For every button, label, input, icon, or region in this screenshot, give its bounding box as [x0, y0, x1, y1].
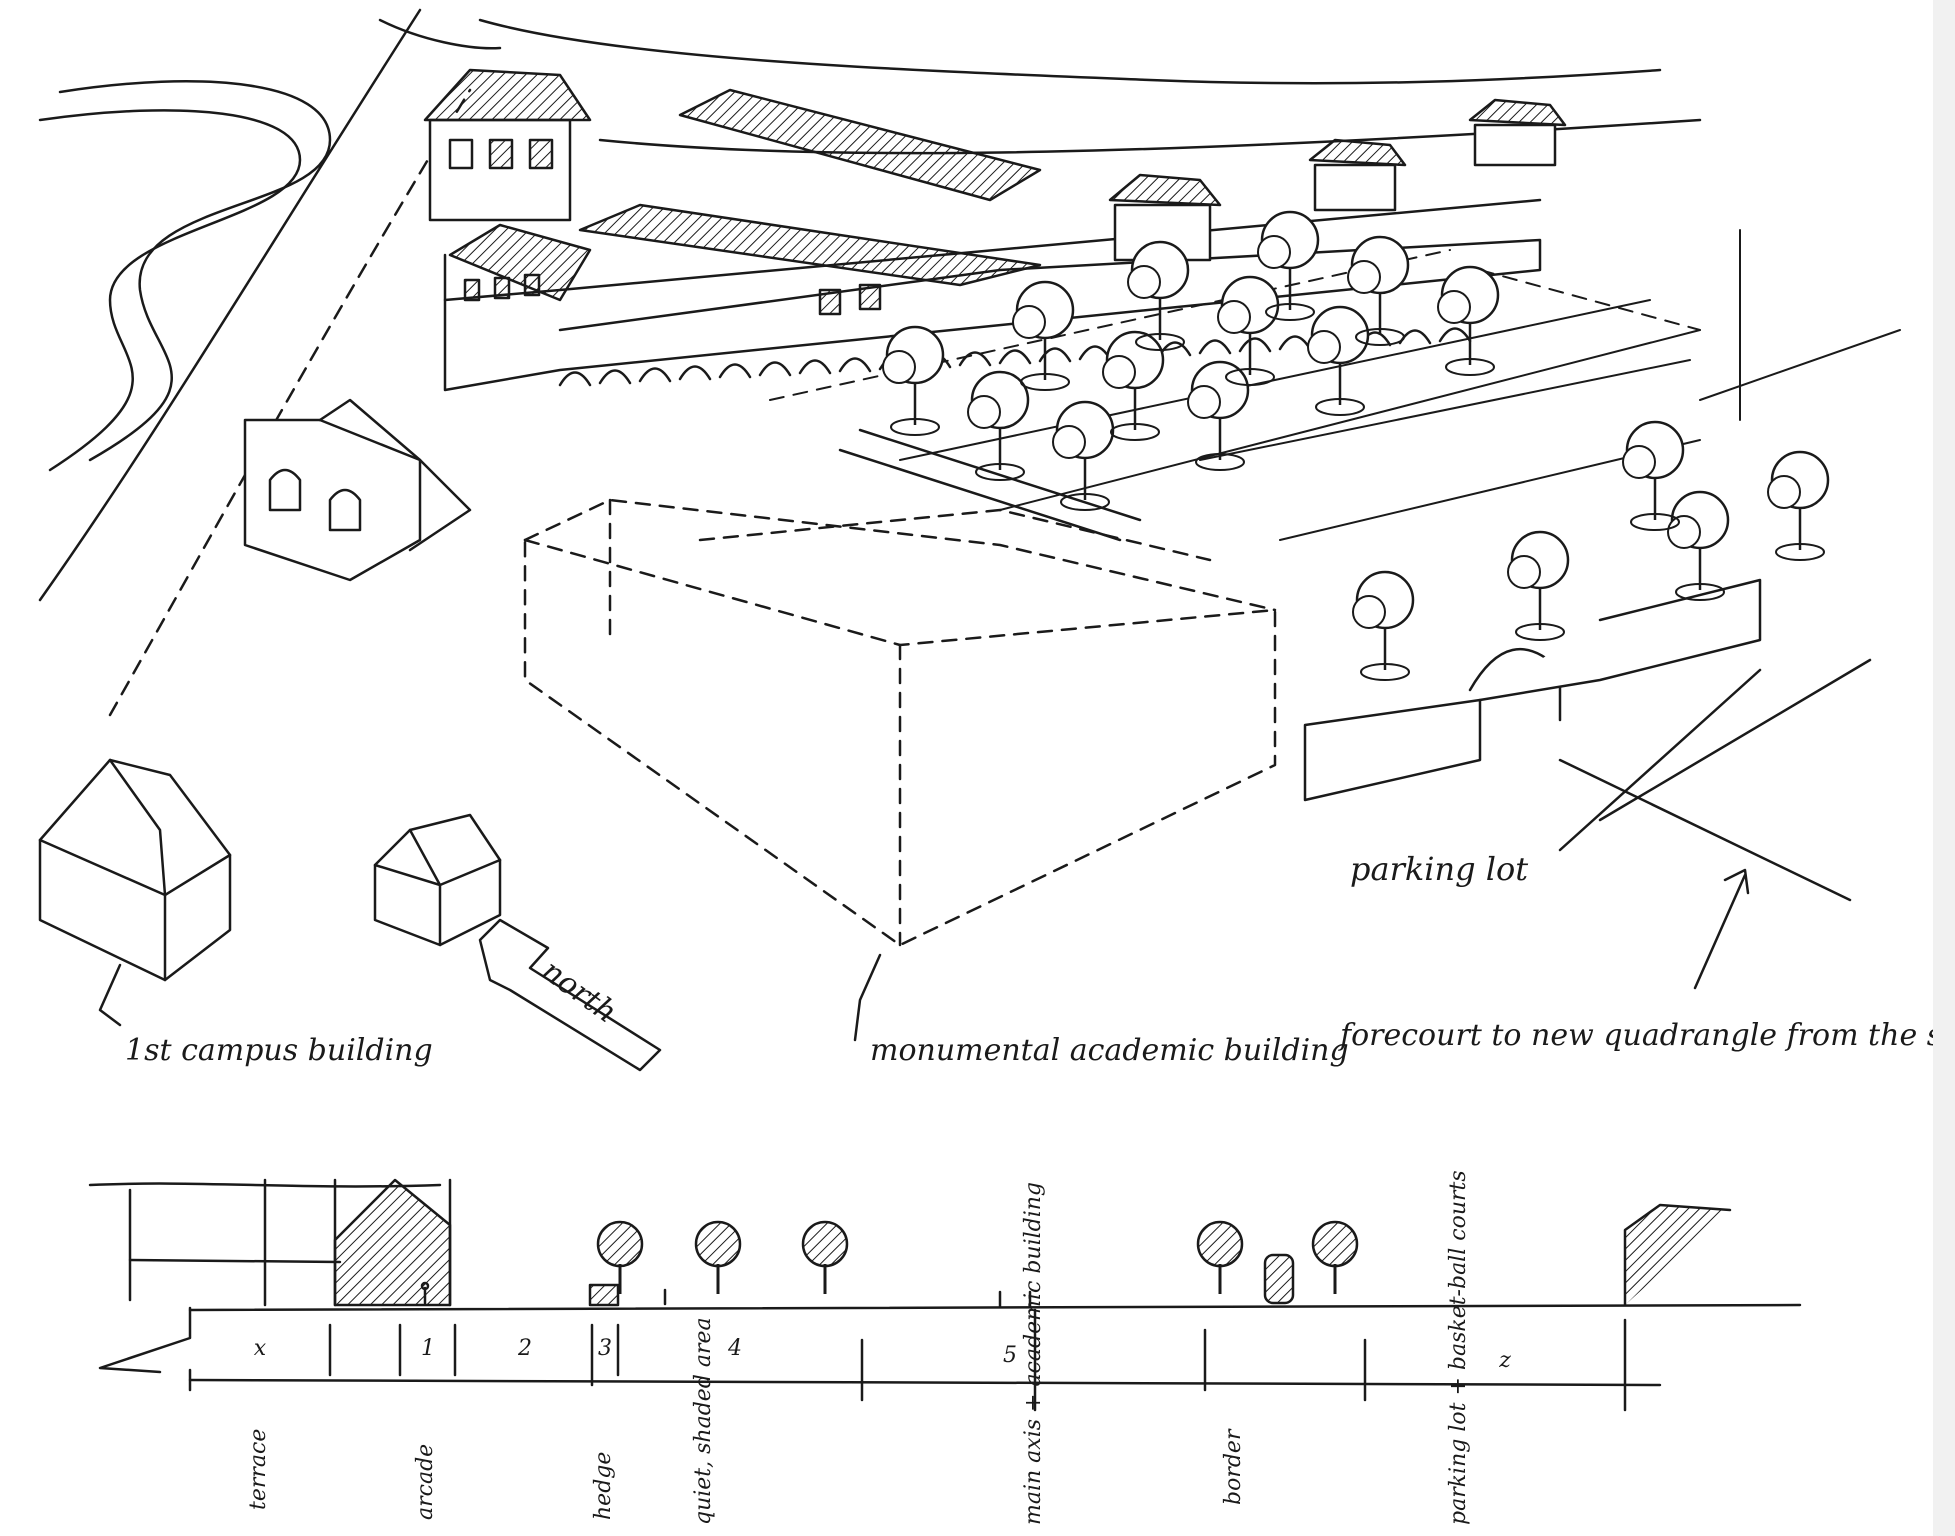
caption-parking-courts: parking lot + basket-ball courts: [1446, 1170, 1471, 1525]
caption-terrace: terrace: [246, 1429, 271, 1510]
section-captions: terrace arcade hedge quiet, shaded area …: [246, 1170, 1471, 1525]
river: [38, 8, 502, 717]
quadrangle: [769, 229, 1901, 542]
zone-1: 1: [421, 1336, 435, 1361]
arcade-buildings: [243, 68, 1567, 582]
zone-z: z: [1498, 1348, 1511, 1373]
sketch-labels: 1st campus building north monumental aca…: [125, 850, 1955, 1068]
caption-quiet-area: quiet, shaded area: [691, 1317, 716, 1525]
site-section: [88, 1178, 1802, 1412]
label-forecourt: forecourt to new quadrangle from the sou…: [1338, 1018, 1955, 1053]
zone-2: 2: [517, 1336, 532, 1361]
first-campus-building: [38, 758, 232, 982]
label-first-campus: 1st campus building: [125, 1033, 433, 1068]
zone-x: x: [254, 1336, 267, 1361]
road: [478, 18, 1702, 155]
zone-4: 4: [727, 1336, 742, 1361]
forecourt: [1303, 578, 1872, 902]
caption-main-axis: main axis + academic building: [1021, 1182, 1046, 1525]
zone-5: 5: [1003, 1343, 1017, 1368]
label-north: north: [535, 953, 623, 1030]
label-parking-lot: parking lot: [1350, 850, 1528, 888]
section-zone-numbers: x 1 2 3 4 5 z: [254, 1336, 1511, 1373]
page-edge: [1933, 0, 1955, 1536]
section-trees: [596, 1220, 1359, 1296]
zone-3: 3: [598, 1336, 612, 1361]
north-arrow-icon: [478, 918, 662, 1072]
label-monumental: monumental academic building: [870, 1033, 1349, 1068]
monumental-building-outline: [523, 498, 1277, 947]
caption-border: border: [1221, 1428, 1246, 1505]
small-house: [373, 813, 502, 947]
caption-hedge: hedge: [591, 1452, 616, 1520]
annotation-arrows: [98, 868, 1750, 1042]
caption-arcade: arcade: [413, 1444, 438, 1520]
